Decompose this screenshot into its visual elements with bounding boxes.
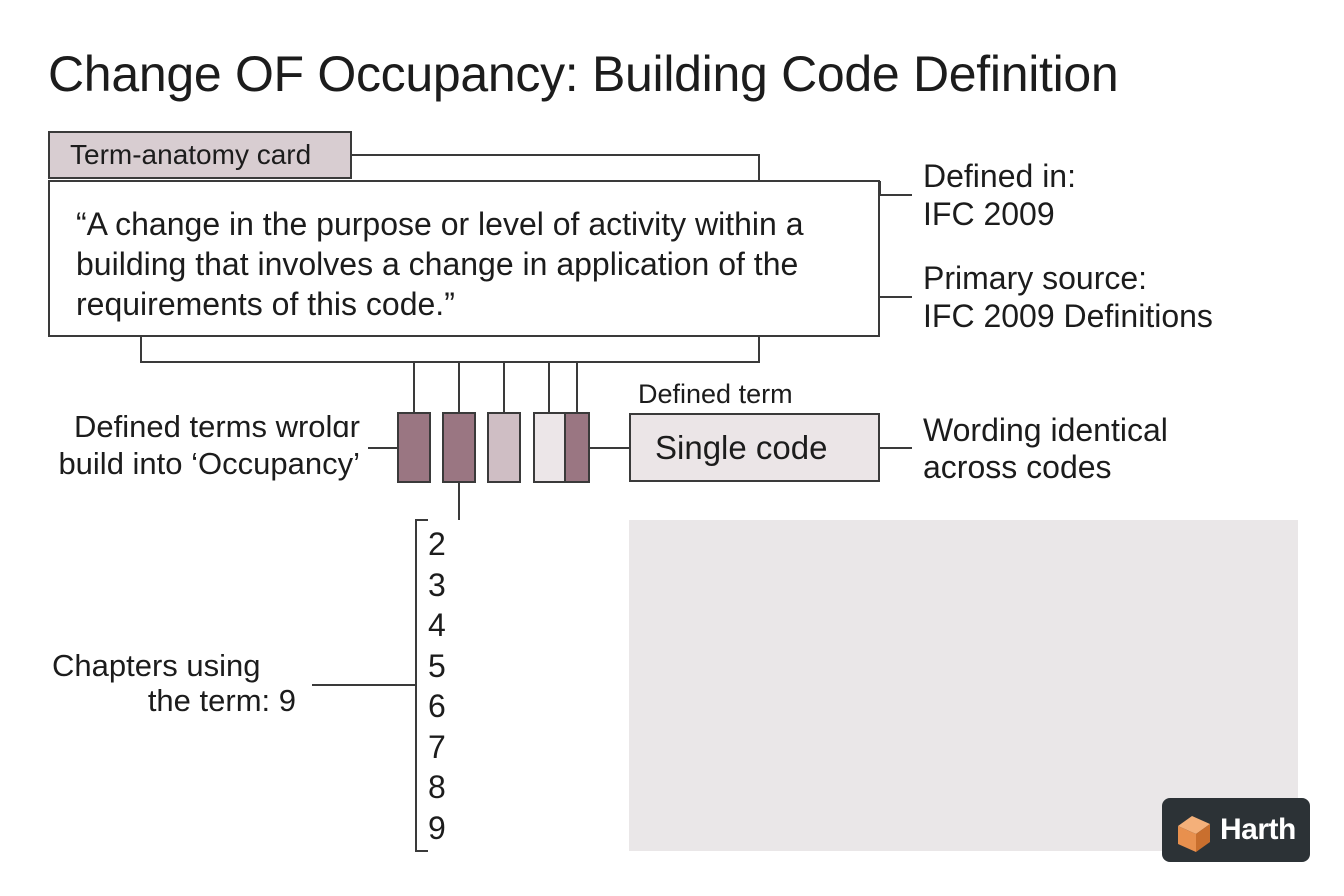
blank-panel [629,520,1298,851]
term-block-2 [442,412,476,483]
chapters-label-line2: the term: 9 [147,683,296,718]
page-title: Change OF Occupancy: Building Code Defin… [48,46,1119,102]
chapter-item: 9 [428,809,446,846]
wording-label-line2: across codes [923,449,1112,485]
harth-logo-text: Harth [1220,813,1296,846]
chapter-item: 4 [428,607,446,643]
defined-in-value: IFC 2009 [923,196,1055,232]
wording-label-line1: Wording identical [923,412,1168,448]
term-anatomy-card-tab: Term-anatomy card [48,131,352,179]
tab-connector-line [352,154,760,180]
term-block-5 [564,412,590,483]
single-code-box: Single code [629,413,880,482]
primary-source-value: IFC 2009 Definitions [923,298,1213,334]
defined-term-label: Defined term [638,379,793,409]
definition-card: “A change in the purpose or level of act… [48,180,880,337]
chapter-item: 5 [428,647,446,684]
term-block-1 [397,412,431,483]
harth-logo-icon [1178,816,1210,852]
primary-source-label: Primary source: [923,260,1148,296]
chapter-item: 8 [428,769,446,805]
definition-text: “A change in the purpose or level of act… [76,206,804,322]
harth-logo: Harth [1162,798,1310,862]
term-block-3 [487,412,521,483]
chapters-list: 2 3 4 5 6 7 8 9 [428,524,446,848]
chapter-item: 7 [428,728,446,765]
chapter-item: 3 [428,566,446,603]
chapter-item: 6 [428,688,446,724]
term-block-4 [533,412,567,483]
defined-in-label: Defined in: [923,158,1076,194]
defined-in-leader [879,181,912,196]
defined-terms-label-line2: build into ‘Occupancy’ [58,446,360,481]
defined-terms-label-line1: Defined terms wrolɑr [74,409,360,444]
chapter-item: 2 [428,526,446,562]
card-bottom-bracket [140,337,760,363]
chapters-label-line1: Chapters using [52,648,261,683]
chapters-bracket [415,519,428,852]
